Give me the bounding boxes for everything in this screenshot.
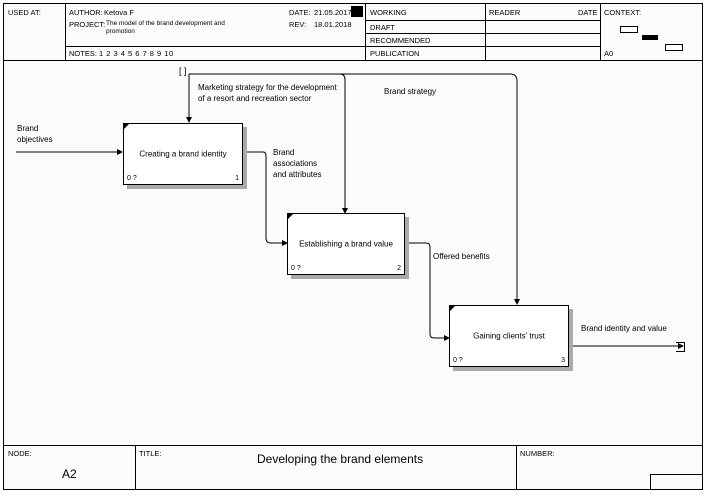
node-value: A2 xyxy=(62,467,77,481)
used-at-label: USED AT: xyxy=(8,8,41,17)
context-label: CONTEXT: xyxy=(604,8,642,17)
activity-box-number: 3 xyxy=(561,357,565,364)
activity-box-cost: 0 ? xyxy=(453,357,463,364)
activity-box-3[interactable]: Gaining clients' trust 0 ? 3 xyxy=(449,305,569,367)
status-recommended: RECOMMENDED xyxy=(370,36,431,45)
box-corner-mark xyxy=(124,124,129,129)
working-status-marker xyxy=(351,6,363,17)
activity-box-label: Gaining clients' trust xyxy=(473,331,545,341)
arrow-label-offered-benefits: Offered benefits xyxy=(433,252,490,261)
activity-box-cost: 0 ? xyxy=(291,265,301,272)
number-label: NUMBER: xyxy=(520,449,555,458)
context-node: A0 xyxy=(604,49,614,58)
arrow-label-marketing-strategy: Marketing strategy for the development o… xyxy=(198,83,337,103)
arrow-label-brand-associations: Brand associations and attributes xyxy=(273,148,322,179)
activity-box-1[interactable]: Creating a brand identity 0 ? 1 xyxy=(123,123,243,185)
reader-label: READER xyxy=(489,8,521,17)
rev-label: REV: xyxy=(289,20,307,29)
box-corner-mark xyxy=(450,306,455,311)
box-corner-mark xyxy=(288,214,293,219)
activity-box-label: Creating a brand identity xyxy=(139,149,227,159)
arrow-label-brand-objectives: Brand objectives xyxy=(17,124,53,144)
author-label: AUTHOR: xyxy=(69,8,103,17)
activity-box-number: 2 xyxy=(397,265,401,272)
activity-box-2[interactable]: Establishing a brand value 0 ? 2 xyxy=(287,213,405,275)
rev-value: 18.01.2018 xyxy=(314,20,352,29)
status-draft: DRAFT xyxy=(370,23,395,32)
activity-box-number: 1 xyxy=(235,175,239,182)
node-label: NODE: xyxy=(8,449,32,458)
arrow-label-brand-strategy: Brand strategy xyxy=(384,87,437,96)
notes-value: 1 2 3 4 5 6 7 8 9 10 xyxy=(99,49,174,58)
diagram-title: Developing the brand elements xyxy=(257,452,424,466)
date-value: 21.05.2017 xyxy=(314,8,352,17)
notes-label: NOTES: xyxy=(69,49,97,58)
arrow-label-brand-identity-value: Brand identity and value xyxy=(581,324,667,333)
date-label: DATE: xyxy=(289,8,311,17)
activity-box-label: Establishing a brand value xyxy=(299,239,393,249)
tunnel-bracket: [ ] xyxy=(179,66,187,76)
project-label: PROJECT: xyxy=(69,20,106,29)
date-column-label: DATE xyxy=(578,8,598,17)
author-value: Ketova F xyxy=(104,8,135,17)
project-value: The model of the brand development and p… xyxy=(106,20,225,35)
title-label: TITLE: xyxy=(139,449,162,458)
tunnel-bracket-icon xyxy=(676,342,685,352)
activity-box-cost: 0 ? xyxy=(127,175,137,182)
status-publication: PUBLICATION xyxy=(370,49,420,58)
status-working: WORKING xyxy=(370,8,407,17)
